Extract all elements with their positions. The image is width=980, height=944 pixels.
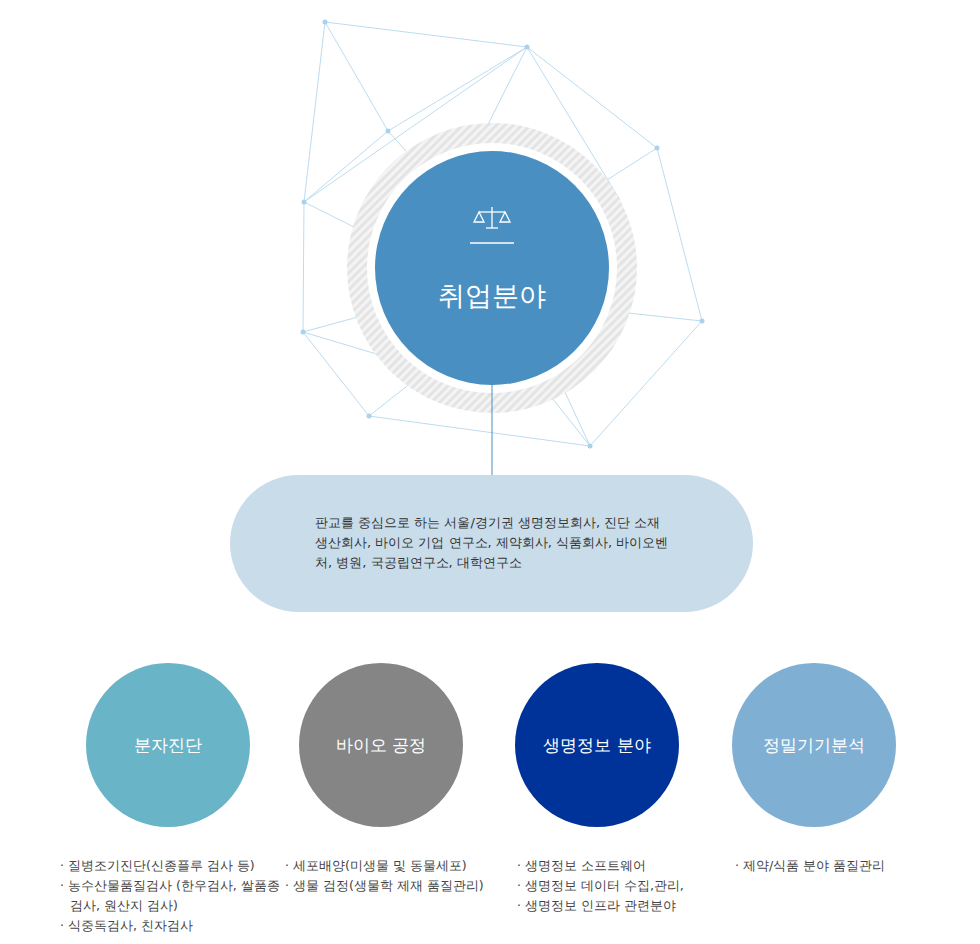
bullet-item: · 생명정보 인프라 관련분야 [517, 896, 727, 916]
network-lines [303, 22, 702, 446]
hatched-ring [357, 133, 627, 403]
bullet-item: · 생명정보 소프트웨어 [517, 856, 727, 876]
bullet-column: · 세포배양(미생물 및 동물세포)· 생물 검정(생물학 제재 품질관리) [285, 856, 510, 896]
circle-outline [375, 151, 609, 385]
field-circle: 분자진단 [86, 663, 250, 827]
main-circle: 취업분야 [375, 151, 609, 385]
bullet-item: · 생물 검정(생물학 제재 품질관리) [285, 876, 510, 896]
bullet-item: · 식중독검사, 친자검사 [60, 916, 285, 936]
bullet-column: · 질병조기진단(신종플루 검사 등)· 농수산물품질검사 (한우검사, 쌀품종… [60, 856, 285, 936]
field-circle: 생명정보 분야 [515, 663, 679, 827]
bullet-column: · 제약/식품 분야 품질관리 [735, 856, 965, 876]
bullet-item: · 세포배양(미생물 및 동물세포) [285, 856, 510, 876]
field-circle: 바이오 공정 [299, 663, 463, 827]
bullet-item: · 생명정보 데이터 수집,관리, [517, 876, 727, 896]
circle-label: 생명정보 분야 [543, 735, 650, 755]
employer-pill: 판교를 중심으로 하는 서울/경기권 생명정보회사, 진단 소재 생산회사, 바… [230, 475, 753, 612]
bullet-item: · 농수산물품질검사 (한우검사, 쌀품종 검사, 원산지 검사) [60, 876, 285, 916]
bullet-item: · 제약/식품 분야 품질관리 [735, 856, 965, 876]
circle-label: 분자진단 [134, 735, 202, 755]
circle-label: 정밀기기분석 [763, 735, 865, 755]
employer-list: 판교를 중심으로 하는 서울/경기권 생명정보회사, 진단 소재 생산회사, 바… [315, 513, 673, 573]
network-dots [301, 20, 705, 449]
circle-label: 바이오 공정 [336, 735, 426, 755]
circle-label: 취업분야 [438, 280, 546, 312]
bullet-column: · 생명정보 소프트웨어· 생명정보 데이터 수집,관리,· 생명정보 인프라 … [517, 856, 727, 916]
bullet-item: · 질병조기진단(신종플루 검사 등) [60, 856, 285, 876]
field-circle: 정밀기기분석 [732, 663, 896, 827]
scale-icon [470, 207, 514, 243]
